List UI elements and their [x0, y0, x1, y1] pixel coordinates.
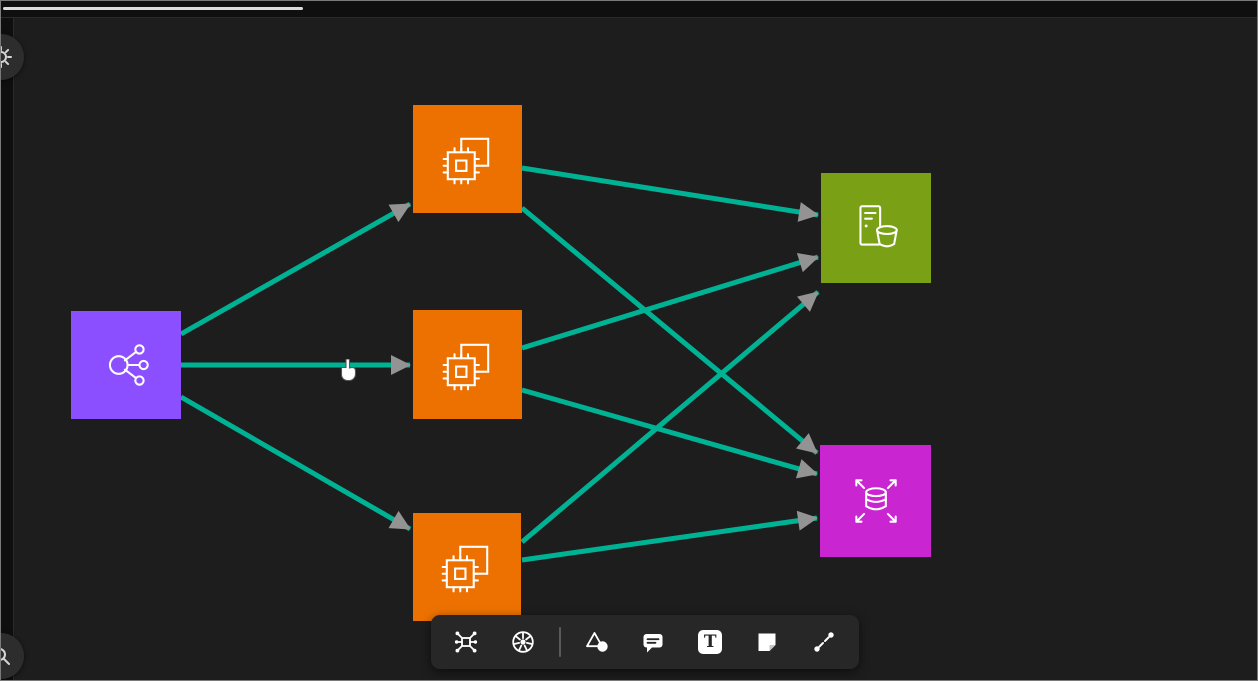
edge-instance-3-to-storage-server[interactable] [520, 290, 820, 544]
edge-instance-3-to-database[interactable] [521, 510, 818, 563]
kubernetes-icon [512, 631, 534, 653]
node-instance-1[interactable] [413, 105, 522, 213]
magnifier-icon [1, 648, 10, 665]
bottom-toolbar: T [431, 615, 859, 669]
connector-icon [814, 632, 834, 652]
node-database[interactable] [820, 445, 931, 557]
ec2-instance-icon [442, 343, 489, 390]
architecture-tool-button[interactable] [445, 621, 487, 663]
edge-instance-2-to-storage-server[interactable] [521, 253, 819, 351]
left-edge-strip [1, 18, 14, 680]
node-instance-3[interactable] [413, 513, 521, 621]
comment-icon [643, 634, 663, 653]
zoom-button[interactable] [1, 633, 24, 679]
edge-load-balancer-to-instance-3[interactable] [179, 394, 412, 532]
edge-load-balancer-to-instance-1[interactable] [179, 201, 412, 337]
text-tool-button[interactable]: T [689, 621, 731, 663]
node-storage-server[interactable] [821, 173, 931, 283]
text-icon: T [698, 630, 723, 654]
note-tool-button[interactable] [746, 621, 788, 663]
ec2-instance-icon [442, 137, 489, 185]
comment-tool-button[interactable] [632, 621, 674, 663]
edge-instance-2-to-database[interactable] [521, 387, 818, 479]
node-load-balancer[interactable] [71, 311, 181, 419]
node-instance-2[interactable] [413, 310, 522, 419]
toolbar-divider [558, 627, 561, 657]
ec2-instance-icon [441, 545, 489, 593]
edge-instance-1-to-storage-server[interactable] [521, 165, 819, 222]
connector-tool-button[interactable] [803, 621, 845, 663]
elastic-load-balancer-icon [108, 344, 149, 386]
server-storage-icon [859, 205, 898, 248]
gear-icon [1, 46, 12, 68]
note-icon [758, 633, 776, 651]
database-scaling-icon [854, 479, 897, 523]
edge-instance-1-to-database[interactable] [520, 206, 819, 455]
shapes-tool-button[interactable] [576, 621, 618, 663]
kubernetes-tool-button[interactable] [502, 621, 544, 663]
shapes-icon [585, 632, 608, 652]
architecture-icon [454, 631, 478, 653]
settings-button[interactable] [1, 34, 24, 80]
text-icon-glyph: T [703, 631, 717, 652]
top-bar-highlight [3, 7, 303, 10]
top-bar [1, 1, 1257, 18]
